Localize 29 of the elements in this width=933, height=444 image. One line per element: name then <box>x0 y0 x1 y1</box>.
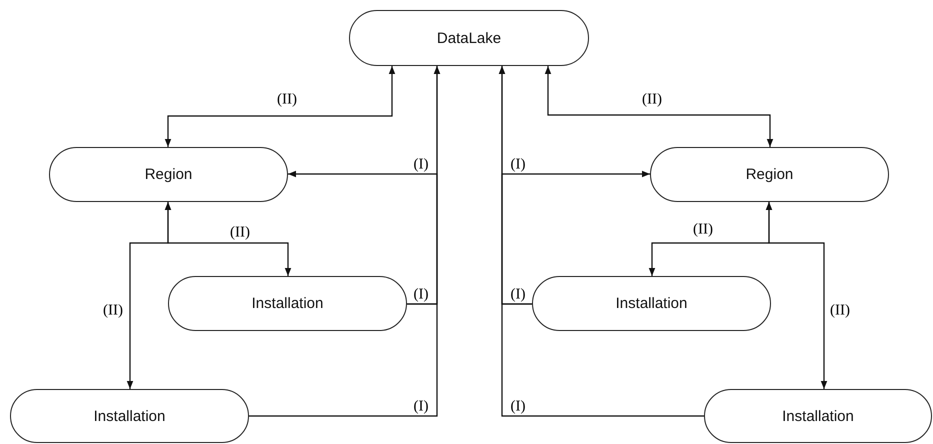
edge-label: (I) <box>510 158 526 172</box>
connector-arrow <box>766 202 828 389</box>
edge-label: (II) <box>229 226 251 240</box>
connector-arrow <box>544 66 774 147</box>
node-label: Region <box>144 166 192 183</box>
node-label: DataLake <box>436 30 502 46</box>
connector-arrow <box>249 66 440 417</box>
edge-label: (I) <box>412 400 430 414</box>
node-label: Installation <box>94 408 166 424</box>
rounded-box <box>704 389 932 443</box>
connector-arrow <box>288 170 438 305</box>
edge-label: (II) <box>641 92 663 108</box>
rounded-box <box>10 389 249 443</box>
edge-label: (II) <box>276 92 298 108</box>
node-label: Installation <box>252 295 324 312</box>
edge-label: (I) <box>510 288 526 302</box>
connector-arrow <box>501 170 650 305</box>
edge-label: (I) <box>510 400 526 414</box>
connector-arrow <box>498 66 704 417</box>
edge-label: (II) <box>692 222 714 238</box>
connector-arrow <box>126 202 172 389</box>
edge-label: (II) <box>102 304 124 318</box>
node-label: Region <box>746 166 794 183</box>
edge-label: (II) <box>829 304 851 318</box>
edge-label: (I) <box>412 288 430 302</box>
edge-label: (I) <box>412 158 430 172</box>
node-label: Installation <box>782 408 854 424</box>
node-label: Installation <box>616 295 688 312</box>
connector-arrow <box>164 66 396 147</box>
